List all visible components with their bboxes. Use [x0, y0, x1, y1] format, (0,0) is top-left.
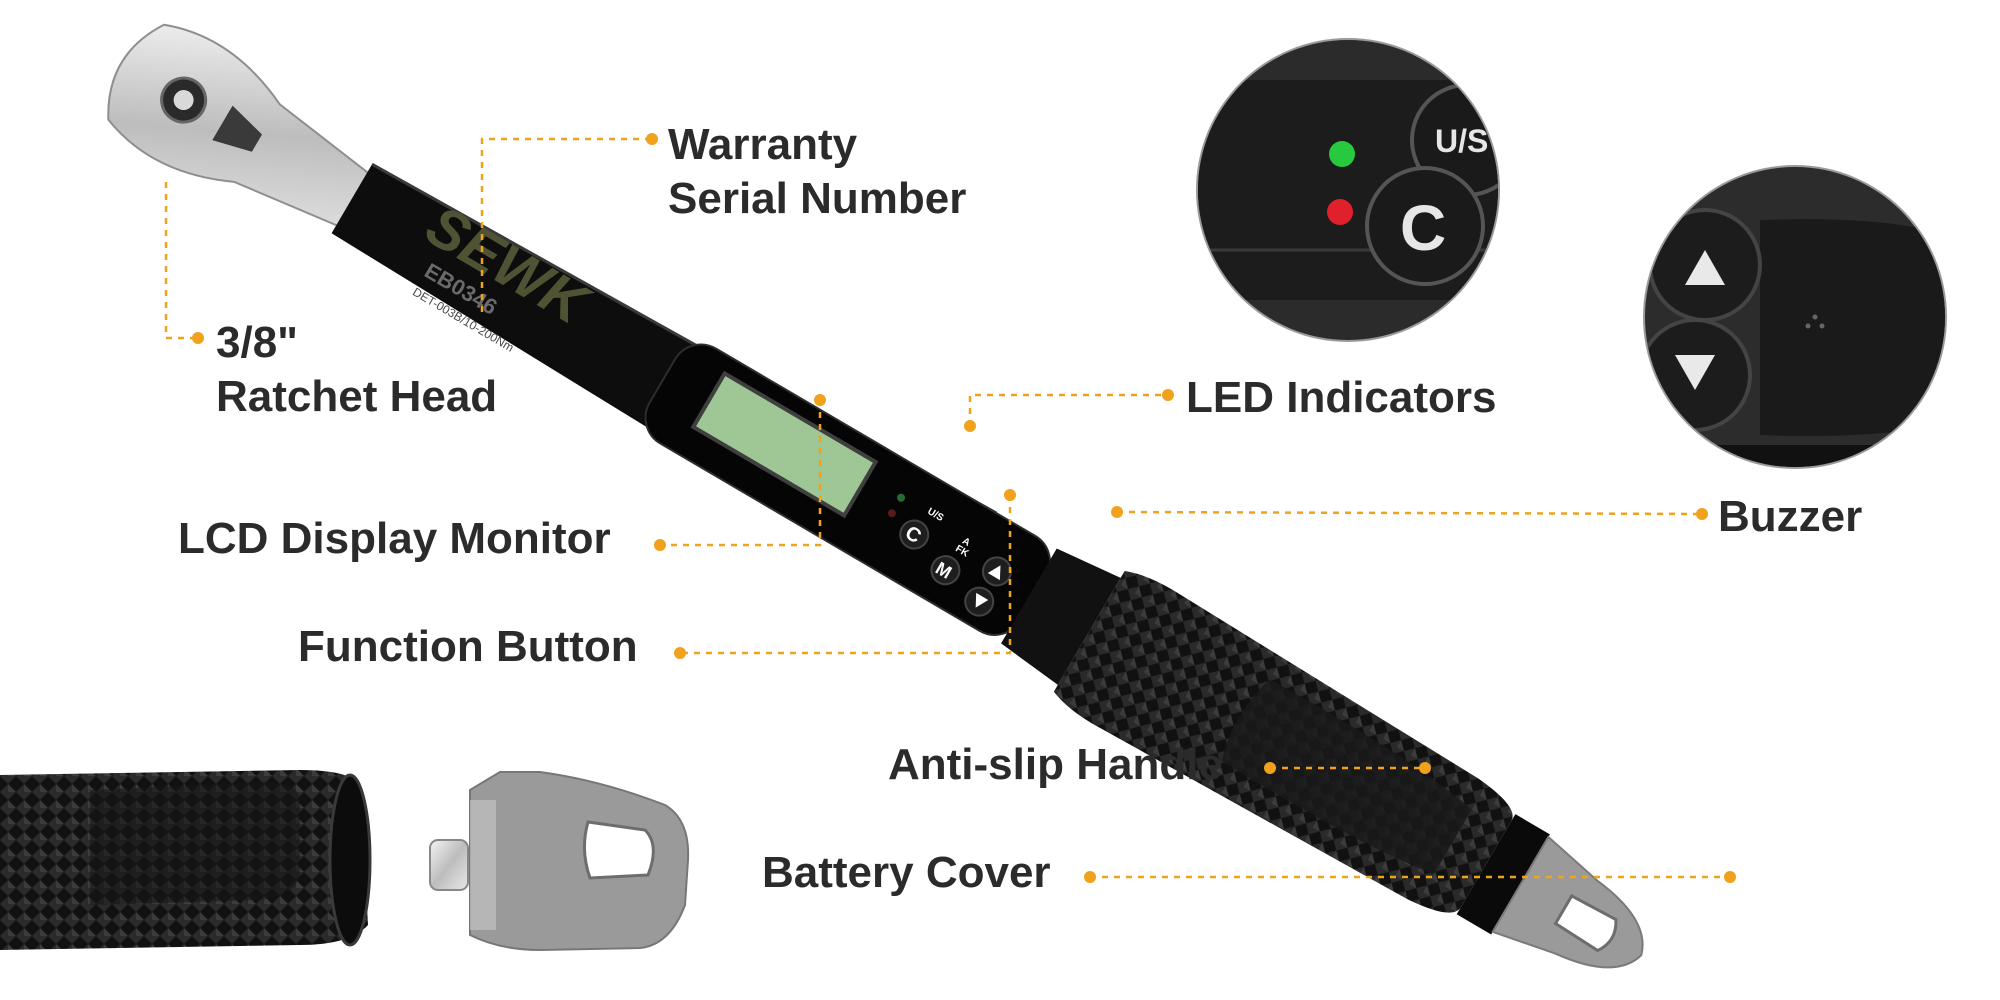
ratchet-head: [107, 23, 373, 229]
lcd-display: [690, 370, 879, 519]
label-lcd-display: LCD Display Monitor: [178, 514, 611, 563]
label-buzzer: Buzzer: [1718, 492, 1863, 541]
leader-led: [968, 393, 1168, 426]
led-red: [887, 509, 896, 518]
button-c[interactable]: C: [895, 515, 933, 553]
leader-lcd: [660, 400, 822, 547]
label-anti-slip-handle: Anti-slip Handle: [888, 740, 1223, 789]
leader-buzzer: [1116, 510, 1703, 516]
leader-ratchet: [164, 182, 198, 340]
battery-cover-detail: [0, 770, 690, 952]
zoom-us-label: U/S: [1435, 123, 1488, 159]
led-green: [897, 493, 906, 502]
zoom-led-red: [1327, 199, 1353, 225]
label-function-button: Function Button: [298, 622, 638, 671]
zoom-buzzer-detail: [1643, 165, 1947, 469]
label-warranty-serial: Warranty Serial Number: [668, 118, 966, 226]
label-ratchet-line2: Ratchet Head: [216, 372, 498, 421]
leader-function: [680, 495, 1012, 655]
leader-warranty: [480, 137, 652, 312]
button-down[interactable]: [960, 582, 998, 620]
label-ratchet-head: 3/8" Ratchet Head: [216, 316, 497, 424]
zoom-led-green: [1329, 141, 1355, 167]
buzzer-hole: [1812, 314, 1818, 320]
zoom-led-detail: U/S C: [1196, 38, 1500, 342]
label-battery-cover: Battery Cover: [762, 848, 1051, 897]
button-up[interactable]: [978, 552, 1016, 590]
zoom-c-label: C: [1400, 192, 1446, 264]
detail-battery-cover: [469, 771, 690, 952]
svg-text:A: A: [960, 536, 972, 549]
label-warranty-line2: Serial Number: [668, 174, 967, 223]
label-led-indicators: LED Indicators: [1186, 373, 1497, 422]
button-m[interactable]: M: [926, 551, 964, 589]
label-ratchet-line1: 3/8": [216, 318, 299, 367]
leader-lines: [164, 137, 1730, 879]
wrench: SEWK EB0346 DET-003B/10-200Nm U/S C A FK…: [107, 23, 1644, 969]
leader-dots: [192, 133, 1736, 883]
battery-cover-hole: [1553, 893, 1618, 953]
label-warranty-line1: Warranty: [668, 120, 858, 169]
